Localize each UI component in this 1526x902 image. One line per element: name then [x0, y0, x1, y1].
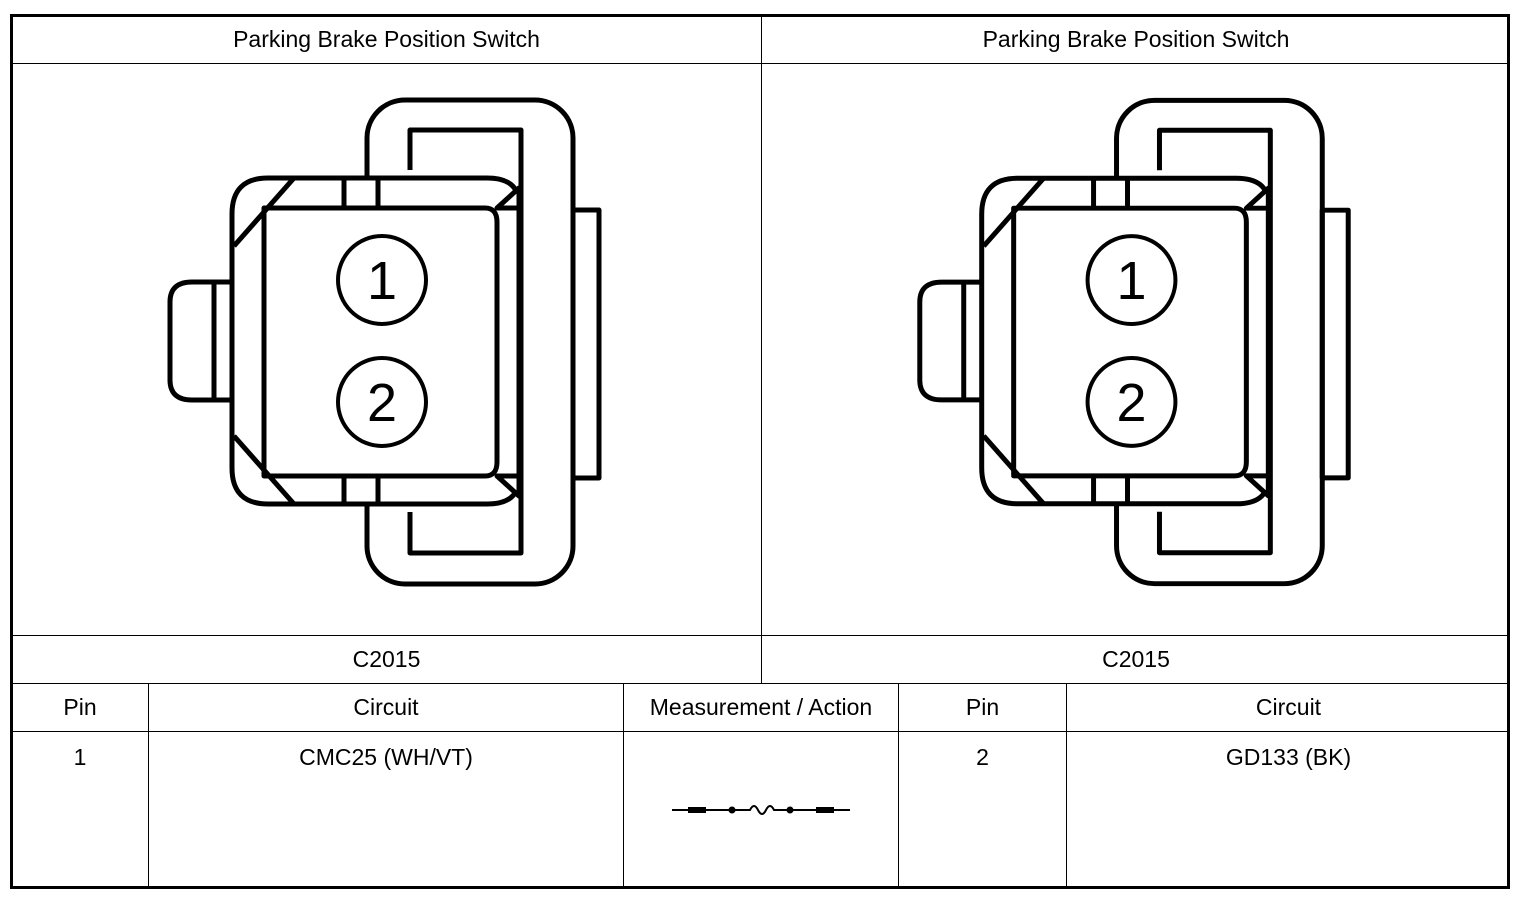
divider [148, 683, 149, 889]
pin-1-label: 1 [1085, 234, 1178, 327]
resistance-measurement-icon [672, 805, 850, 815]
connector-face-diagram-right: 1 2 [917, 97, 1351, 587]
pin-cell: 2 [976, 744, 989, 770]
connector-id-left: C2015 [352, 646, 421, 672]
pin-1-label: 1 [336, 234, 428, 326]
svg-text:2: 2 [367, 373, 397, 433]
header-circuit: Circuit [353, 694, 419, 720]
svg-text:1: 1 [1117, 251, 1147, 311]
connector-title-left: Parking Brake Position Switch [233, 26, 540, 52]
svg-text:2: 2 [1117, 373, 1147, 433]
svg-text:1: 1 [367, 251, 397, 311]
pin-cell: 1 [73, 744, 87, 770]
connector-title-right: Parking Brake Position Switch [982, 26, 1290, 52]
connector-housing [917, 97, 1351, 587]
header-pin: Pin [63, 694, 97, 720]
header-pin: Pin [965, 694, 1000, 720]
pin-2-label: 2 [336, 356, 428, 448]
divider [761, 16, 762, 684]
header-measurement-action: Measurement / Action [649, 694, 873, 720]
diagram-frame [10, 14, 1510, 889]
connector-face-diagram-left: 1 2 [167, 97, 602, 587]
divider [12, 731, 1510, 732]
header-circuit: Circuit [1255, 694, 1322, 720]
pin-2-label: 2 [1085, 355, 1178, 448]
divider [898, 683, 899, 889]
connector-id-right: C2015 [1102, 646, 1170, 672]
divider [623, 683, 624, 889]
circuit-cell: GD133 (BK) [1225, 744, 1352, 770]
connector-housing [167, 97, 602, 587]
circuit-cell: CMC25 (WH/VT) [299, 744, 473, 770]
divider [1066, 683, 1067, 889]
